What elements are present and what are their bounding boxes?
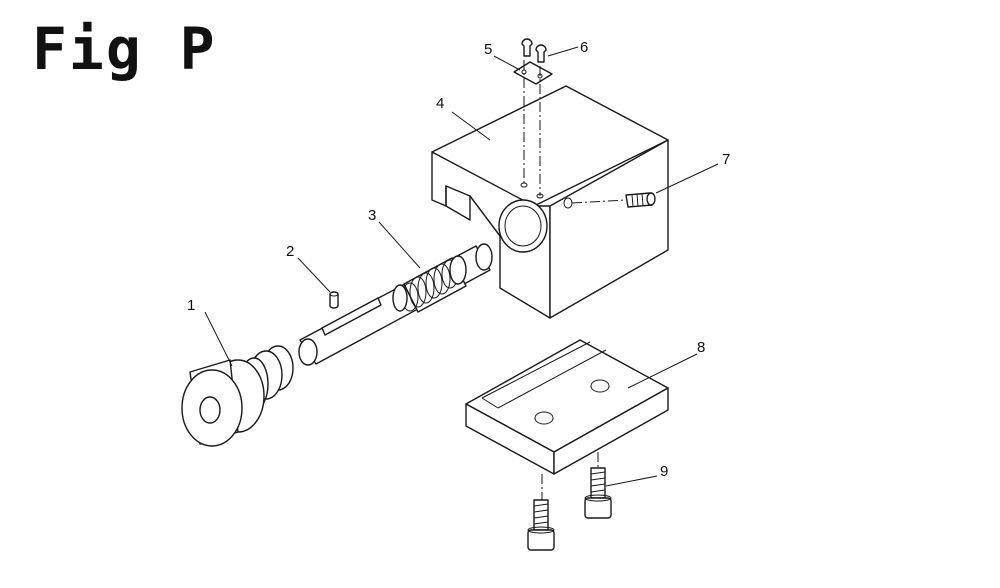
callout-7: 7 [722, 151, 730, 168]
part-1-handwheel [181, 345, 294, 447]
part-9-cap-screws [527, 452, 612, 551]
callout-5: 5 [484, 41, 492, 58]
thread-section [392, 255, 467, 313]
cap-screw-left [527, 499, 555, 551]
part-5-plate [513, 61, 553, 85]
part-2-key [329, 291, 339, 309]
part-3-lead-screw [298, 243, 493, 366]
callout-4: 4 [436, 95, 444, 112]
callout-6: 6 [580, 39, 588, 56]
center-lines-top [523, 60, 541, 196]
callout-3: 3 [368, 207, 376, 224]
part-4-block [431, 85, 669, 319]
figure-title: Fig P [32, 15, 217, 83]
part-6-pins [521, 38, 547, 63]
cap-screw-right [584, 467, 612, 519]
callout-9: 9 [660, 463, 668, 480]
callout-2: 2 [286, 243, 294, 260]
callout-labels: 1 2 3 4 5 6 7 8 9 [187, 39, 730, 480]
callout-1: 1 [187, 297, 195, 314]
part-7-set-screw [571, 192, 656, 208]
callout-8: 8 [697, 339, 705, 356]
leader-lines [204, 46, 719, 487]
part-8-plate [465, 339, 669, 475]
